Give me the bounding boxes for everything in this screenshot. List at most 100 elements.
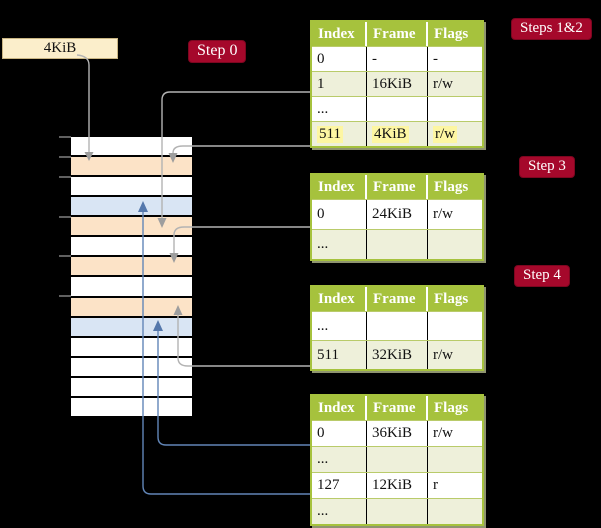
connector-pt1-index1-to-16kib-frame: [161, 91, 366, 218]
page-table-level1: Index Frame Flags ... 511 32KiB r/w: [310, 285, 484, 371]
table-row: ...: [312, 446, 482, 472]
cell-index: 127: [312, 473, 367, 498]
table-row: 0 36KiB r/w: [312, 420, 482, 446]
page-table-level2: Index Frame Flags 0 24KiB r/w ...: [310, 173, 484, 261]
arrowhead-4kib: [168, 153, 178, 163]
table3-header-frame: Frame: [367, 287, 428, 311]
legend-4kib-box: 4KiB: [2, 38, 118, 59]
cell-flags: [428, 97, 478, 121]
cell-index: 511: [312, 122, 367, 146]
cell-flags: r/w: [433, 206, 453, 222]
table-row: ...: [312, 311, 482, 340]
table3-header-index: Index: [312, 287, 367, 311]
cell-flags: r/w: [428, 122, 478, 146]
memory-cell-52kib: [71, 397, 192, 416]
table-row-highlighted: 511 4KiB r/w: [312, 121, 482, 146]
table2-header: Index Frame Flags: [312, 175, 482, 199]
cell-index: 1: [312, 72, 367, 96]
cell-frame: [367, 447, 428, 472]
cell-frame: [367, 499, 428, 524]
step3-label: Step 3: [519, 156, 575, 178]
memory-cell-36kib: [71, 317, 192, 336]
cell-flags: r/w: [433, 75, 453, 92]
cell-index: 0: [312, 47, 367, 71]
arrowhead-36kib: [153, 320, 163, 331]
cell-index: 0: [312, 200, 367, 229]
table2-header-flags: Flags: [434, 179, 469, 195]
table-row: 127 12KiB r: [312, 472, 482, 498]
cell-index: ...: [312, 97, 367, 121]
arrowhead-24kib: [169, 253, 179, 263]
memory-cell-32kib: [71, 297, 192, 316]
table-row: 1 16KiB r/w: [312, 71, 482, 96]
highlighted-value: 511: [317, 125, 343, 143]
step0-label: Step 0: [188, 40, 247, 63]
table4-header-frame: Frame: [367, 396, 428, 420]
table1-header: Index Frame Flags: [312, 22, 482, 46]
table2-header-frame: Frame: [367, 175, 428, 199]
legend-4kib-label: 4KiB: [43, 40, 77, 56]
memory-cell-48kib: [71, 377, 192, 396]
page-table-level3: Index Frame Flags 0 - - 1 16KiB r/w ... …: [310, 20, 484, 148]
table4-header-flags: Flags: [434, 400, 469, 416]
table-row: 0 24KiB r/w: [312, 199, 482, 229]
cell-frame: -: [367, 47, 428, 71]
cell-index: ...: [312, 312, 367, 340]
cell-frame: [367, 230, 428, 259]
memory-address-ticks: [59, 136, 71, 297]
cell-frame: 16KiB: [367, 72, 428, 96]
cell-frame: 4KiB: [367, 122, 428, 146]
memory-cell-44kib: [71, 357, 192, 376]
step4-label: Step 4: [514, 265, 570, 287]
cell-flags: r/w: [433, 425, 453, 441]
cell-flags: r: [433, 477, 438, 493]
cell-frame: [367, 97, 428, 121]
connector-pt1-index511-to-4kib-frame: [172, 145, 366, 154]
table3-header-flags: Flags: [434, 291, 469, 307]
connector-pt2-index0-to-24kib-frame: [173, 226, 366, 253]
connector-pt4-index0-to-36kib-frame: [157, 331, 371, 446]
memory-cell-20kib: [71, 237, 192, 256]
table4-header: Index Frame Flags: [312, 396, 482, 420]
cell-frame: 36KiB: [367, 421, 428, 446]
table1-header-frame: Frame: [367, 22, 428, 46]
connector-pt4-index127-to-12kib-frame: [142, 212, 371, 495]
cell-frame: 24KiB: [367, 200, 428, 229]
cell-index: ...: [312, 230, 367, 259]
memory-cell-28kib: [71, 277, 192, 296]
cell-flags: -: [433, 50, 438, 67]
cell-flags: [428, 230, 478, 259]
cell-flags: r/w: [433, 346, 453, 363]
cell-flags: [428, 312, 478, 340]
physical-memory-column: [71, 137, 192, 416]
table-row: 511 32KiB r/w: [312, 340, 482, 369]
highlighted-value: 4KiB: [372, 125, 409, 143]
steps12-label: Steps 1&2: [511, 18, 592, 40]
table-row: ...: [312, 229, 482, 259]
cell-index: ...: [312, 499, 367, 524]
arrowhead-legend-to-4kib: [84, 152, 94, 161]
page-table-level0: Index Frame Flags 0 36KiB r/w ... 127 12…: [310, 394, 484, 526]
arrowhead-12kib: [138, 201, 148, 212]
table-row: 0 - -: [312, 46, 482, 71]
connector-pt3-index511-to-32kib-frame: [177, 315, 366, 367]
cell-frame: 12KiB: [367, 473, 428, 498]
table1-header-index: Index: [312, 22, 367, 46]
highlighted-value: r/w: [433, 125, 457, 143]
cell-flags: [428, 447, 478, 472]
memory-cell-24kib: [71, 257, 192, 276]
table-row: ...: [312, 96, 482, 121]
cell-index: 511: [312, 341, 367, 369]
cell-index: ...: [312, 447, 367, 472]
cell-index: 0: [312, 421, 367, 446]
arrowhead-32kib: [173, 305, 183, 315]
memory-cell-40kib: [71, 337, 192, 356]
table1-header-flags: Flags: [434, 26, 469, 42]
cell-frame: 32KiB: [367, 341, 428, 369]
arrowhead-16kib: [157, 218, 167, 228]
cell-flags: [428, 499, 478, 524]
cell-frame: [367, 312, 428, 340]
table-row: ...: [312, 498, 482, 524]
